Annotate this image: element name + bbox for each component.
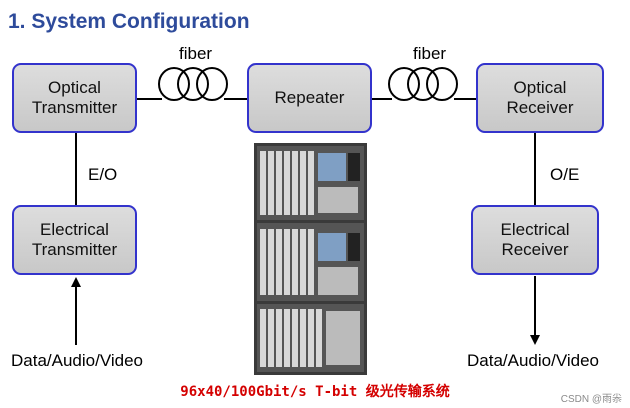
electrical-receiver-label: Electrical Receiver — [500, 220, 570, 259]
fiber-coil-right — [388, 67, 458, 101]
optical-transmitter-label: Optical Transmitter — [31, 78, 118, 117]
page-title: 1. System Configuration — [8, 10, 250, 33]
arrow-up-icon — [71, 277, 81, 287]
optical-transmitter-box: Optical Transmitter — [12, 63, 137, 133]
output-label: Data/Audio/Video — [467, 351, 600, 370]
fiber-label-right: fiber — [413, 44, 447, 63]
repeater-label: Repeater — [274, 88, 345, 107]
electrical-receiver-box: Electrical Receiver — [471, 205, 599, 275]
electrical-transmitter-box: Electrical Transmitter — [12, 205, 137, 275]
eo-label: E/O — [88, 165, 118, 184]
input-label: Data/Audio/Video — [11, 351, 144, 370]
repeater-box: Repeater — [247, 63, 372, 133]
optical-receiver-box: Optical Receiver — [476, 63, 604, 133]
fiber-label-left: fiber — [179, 44, 213, 63]
fiber-coil-left — [158, 67, 228, 101]
electrical-transmitter-label: Electrical Transmitter — [31, 220, 118, 259]
equipment-rack-image — [254, 143, 367, 375]
arrow-down-icon — [530, 335, 540, 345]
caption: 96x40/100Gbit/s T-bit 级光传输系统 — [180, 384, 450, 400]
optical-receiver-label: Optical Receiver — [506, 78, 574, 117]
oe-label: O/E — [550, 165, 580, 184]
watermark: CSDN @雨尜 — [560, 394, 622, 405]
